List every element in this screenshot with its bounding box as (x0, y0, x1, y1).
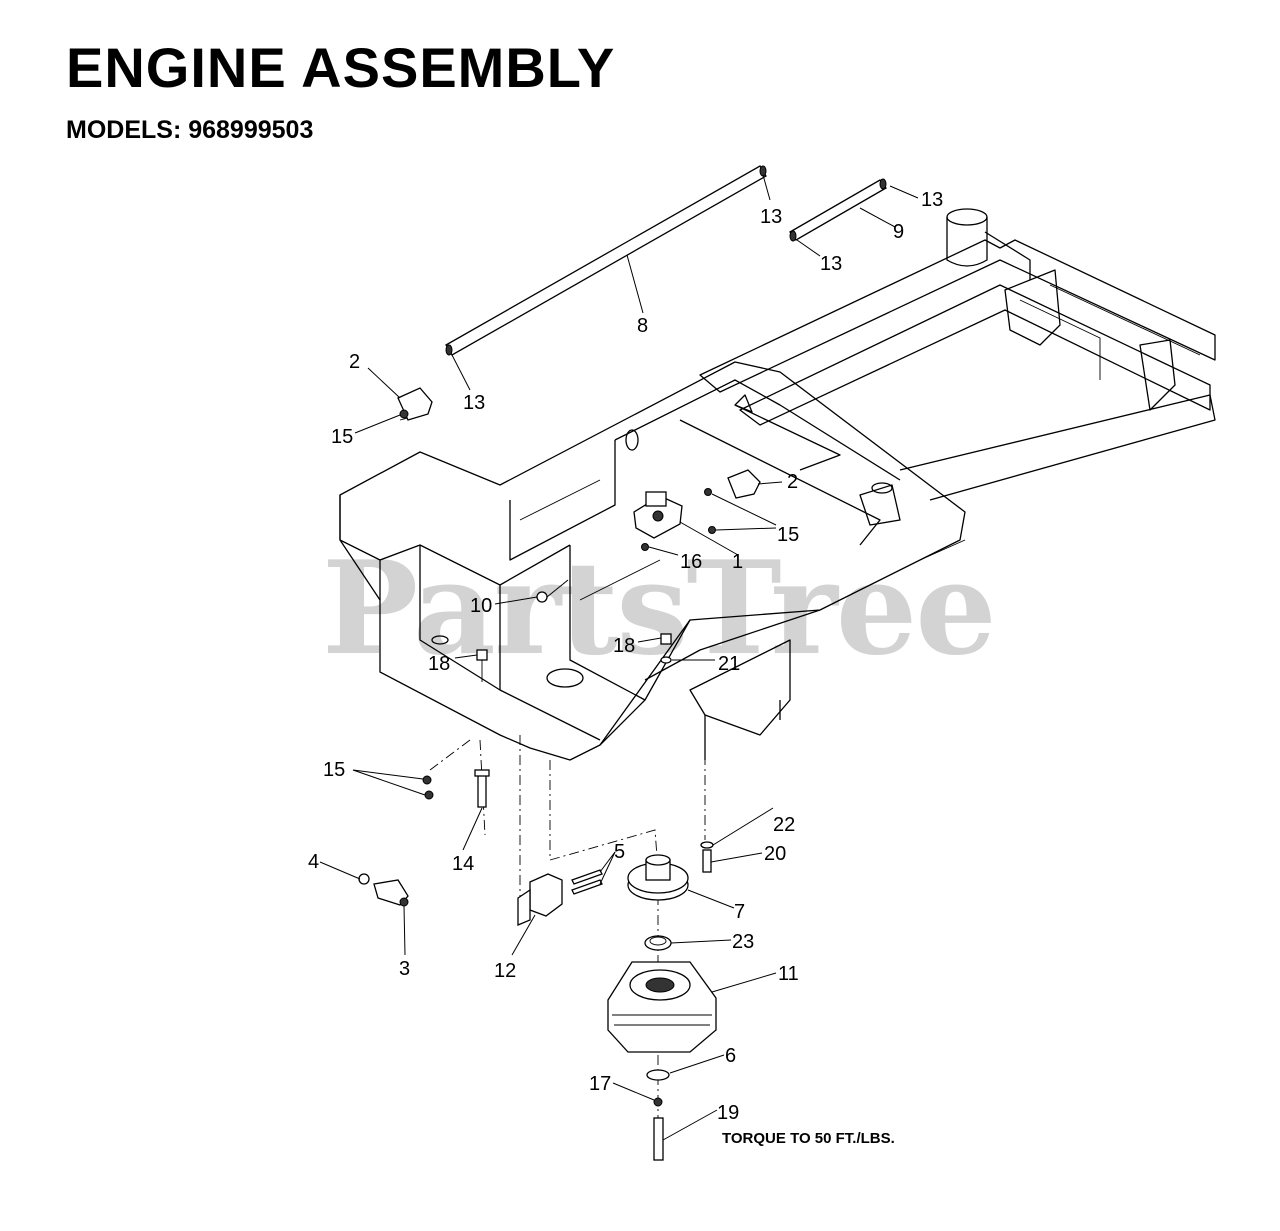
callout-21: 21 (718, 653, 740, 675)
callout-15: 15 (777, 524, 799, 546)
callout-18: 18 (428, 653, 450, 675)
rod-8 (445, 165, 767, 356)
bolt-20-22 (700, 841, 714, 873)
callout-20: 20 (764, 843, 786, 865)
lockwasher-17 (653, 1097, 663, 1107)
callout-3: 3 (399, 958, 410, 980)
bolt-10 (536, 591, 548, 603)
pulley-7 (627, 854, 689, 901)
callout-7: 7 (734, 901, 745, 923)
diagram-title: ENGINE ASSEMBLY (66, 36, 616, 99)
callout-11: 11 (778, 963, 799, 985)
callout-16: 16 (680, 551, 702, 573)
bolt-14 (474, 769, 490, 808)
fitting-3-4 (358, 873, 409, 907)
callout-13: 13 (760, 206, 782, 228)
callout-15: 15 (331, 426, 353, 448)
bracket-1 (633, 491, 683, 551)
callout-12: 12 (494, 960, 516, 982)
pivot-fitting-2-left (397, 387, 433, 421)
callout-15: 15 (323, 759, 345, 781)
callout-22: 22 (773, 814, 795, 836)
callout-9: 9 (893, 221, 904, 243)
callout-10: 10 (470, 595, 492, 617)
pivot-fitting-2-right (704, 469, 761, 534)
frame-deck (339, 361, 966, 761)
callout-13: 13 (820, 253, 842, 275)
callout-4: 4 (308, 851, 319, 873)
rod-9 (789, 178, 887, 242)
callout-2: 2 (787, 471, 798, 493)
callout-13: 13 (921, 189, 943, 211)
bolts-15-left (422, 775, 434, 800)
callout-2: 2 (349, 351, 360, 373)
nut-18-right (660, 633, 672, 664)
models-label: MODELS: 968999503 (66, 116, 314, 144)
callout-1: 1 (732, 551, 743, 573)
callout-18: 18 (613, 635, 635, 657)
frame-rails (699, 208, 1216, 501)
callout-19: 19 (717, 1102, 739, 1124)
callout-23: 23 (732, 931, 754, 953)
torque-note: TORQUE TO 50 FT./LBS. (722, 1130, 895, 1147)
watermark-text: PartsTree (322, 534, 997, 684)
callout-13: 13 (463, 392, 485, 414)
callout-14: 14 (452, 853, 474, 875)
washer-6 (646, 1069, 670, 1081)
callout-6: 6 (725, 1045, 736, 1067)
leader-lines (319, 174, 919, 1141)
bolt-19 (653, 1117, 664, 1161)
callout-8: 8 (637, 315, 648, 337)
clutch-11 (607, 961, 717, 1053)
callout-5: 5 (614, 841, 625, 863)
bracket-12 (517, 869, 603, 926)
callout-labels: 13 13 9 13 8 13 2 15 2 15 1 16 10 18 18 … (308, 189, 943, 1147)
bushing-23 (644, 935, 672, 951)
callout-17: 17 (589, 1073, 611, 1095)
